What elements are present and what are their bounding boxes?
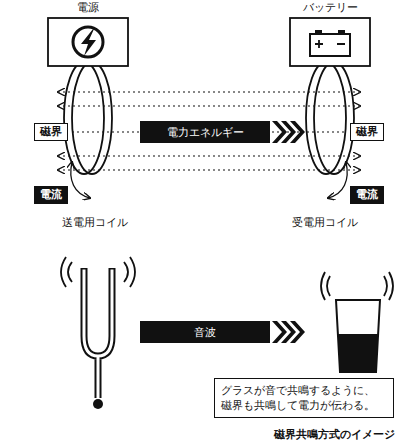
sound-band: 音波: [140, 321, 270, 343]
caption: 磁界共鳴方式のイメージ: [274, 427, 395, 442]
box-text: 磁界: [356, 125, 378, 139]
box-text: グラスが音で共鳴するように、 磁界も共鳴して電力が伝わる。: [221, 384, 375, 411]
box-heading: 電源: [44, 0, 132, 14]
battery-box: [290, 18, 370, 66]
box-text: 磁界: [40, 125, 62, 139]
current-tag: 電流: [34, 186, 68, 204]
box-text: 電流: [356, 188, 378, 202]
battery-box: バッテリー: [286, 0, 374, 66]
chevron-arrow: [272, 121, 305, 343]
box-text: 電流: [40, 188, 62, 202]
lightning-symbol: [81, 29, 96, 56]
note-box: グラスが音で共鳴するように、 磁界も共鳴して電力が伝わる。: [214, 378, 394, 418]
receive-coil: [306, 62, 354, 174]
box-text: 電力エネルギー: [167, 125, 244, 140]
coil-label: 送電用コイル: [62, 215, 128, 230]
tuning-fork: [84, 268, 112, 409]
power-box: [48, 18, 128, 66]
send-coil: [64, 62, 112, 174]
field-tag: 磁界: [34, 123, 68, 141]
power-symbol: [73, 27, 103, 57]
power-source-box: 電源: [44, 0, 132, 66]
coil-label: 受電用コイル: [292, 215, 358, 230]
box-heading: バッテリー: [286, 0, 374, 14]
current-arrows: [71, 162, 347, 198]
battery-symbol: [310, 30, 350, 56]
box-text: 音波: [194, 325, 216, 340]
sound-waves: [61, 257, 393, 300]
current-tag: 電流: [350, 186, 384, 204]
energy-band: 電力エネルギー: [140, 121, 270, 143]
magnetic-field-lines: [58, 92, 360, 170]
glass: [336, 300, 380, 372]
field-tag: 磁界: [350, 123, 384, 141]
